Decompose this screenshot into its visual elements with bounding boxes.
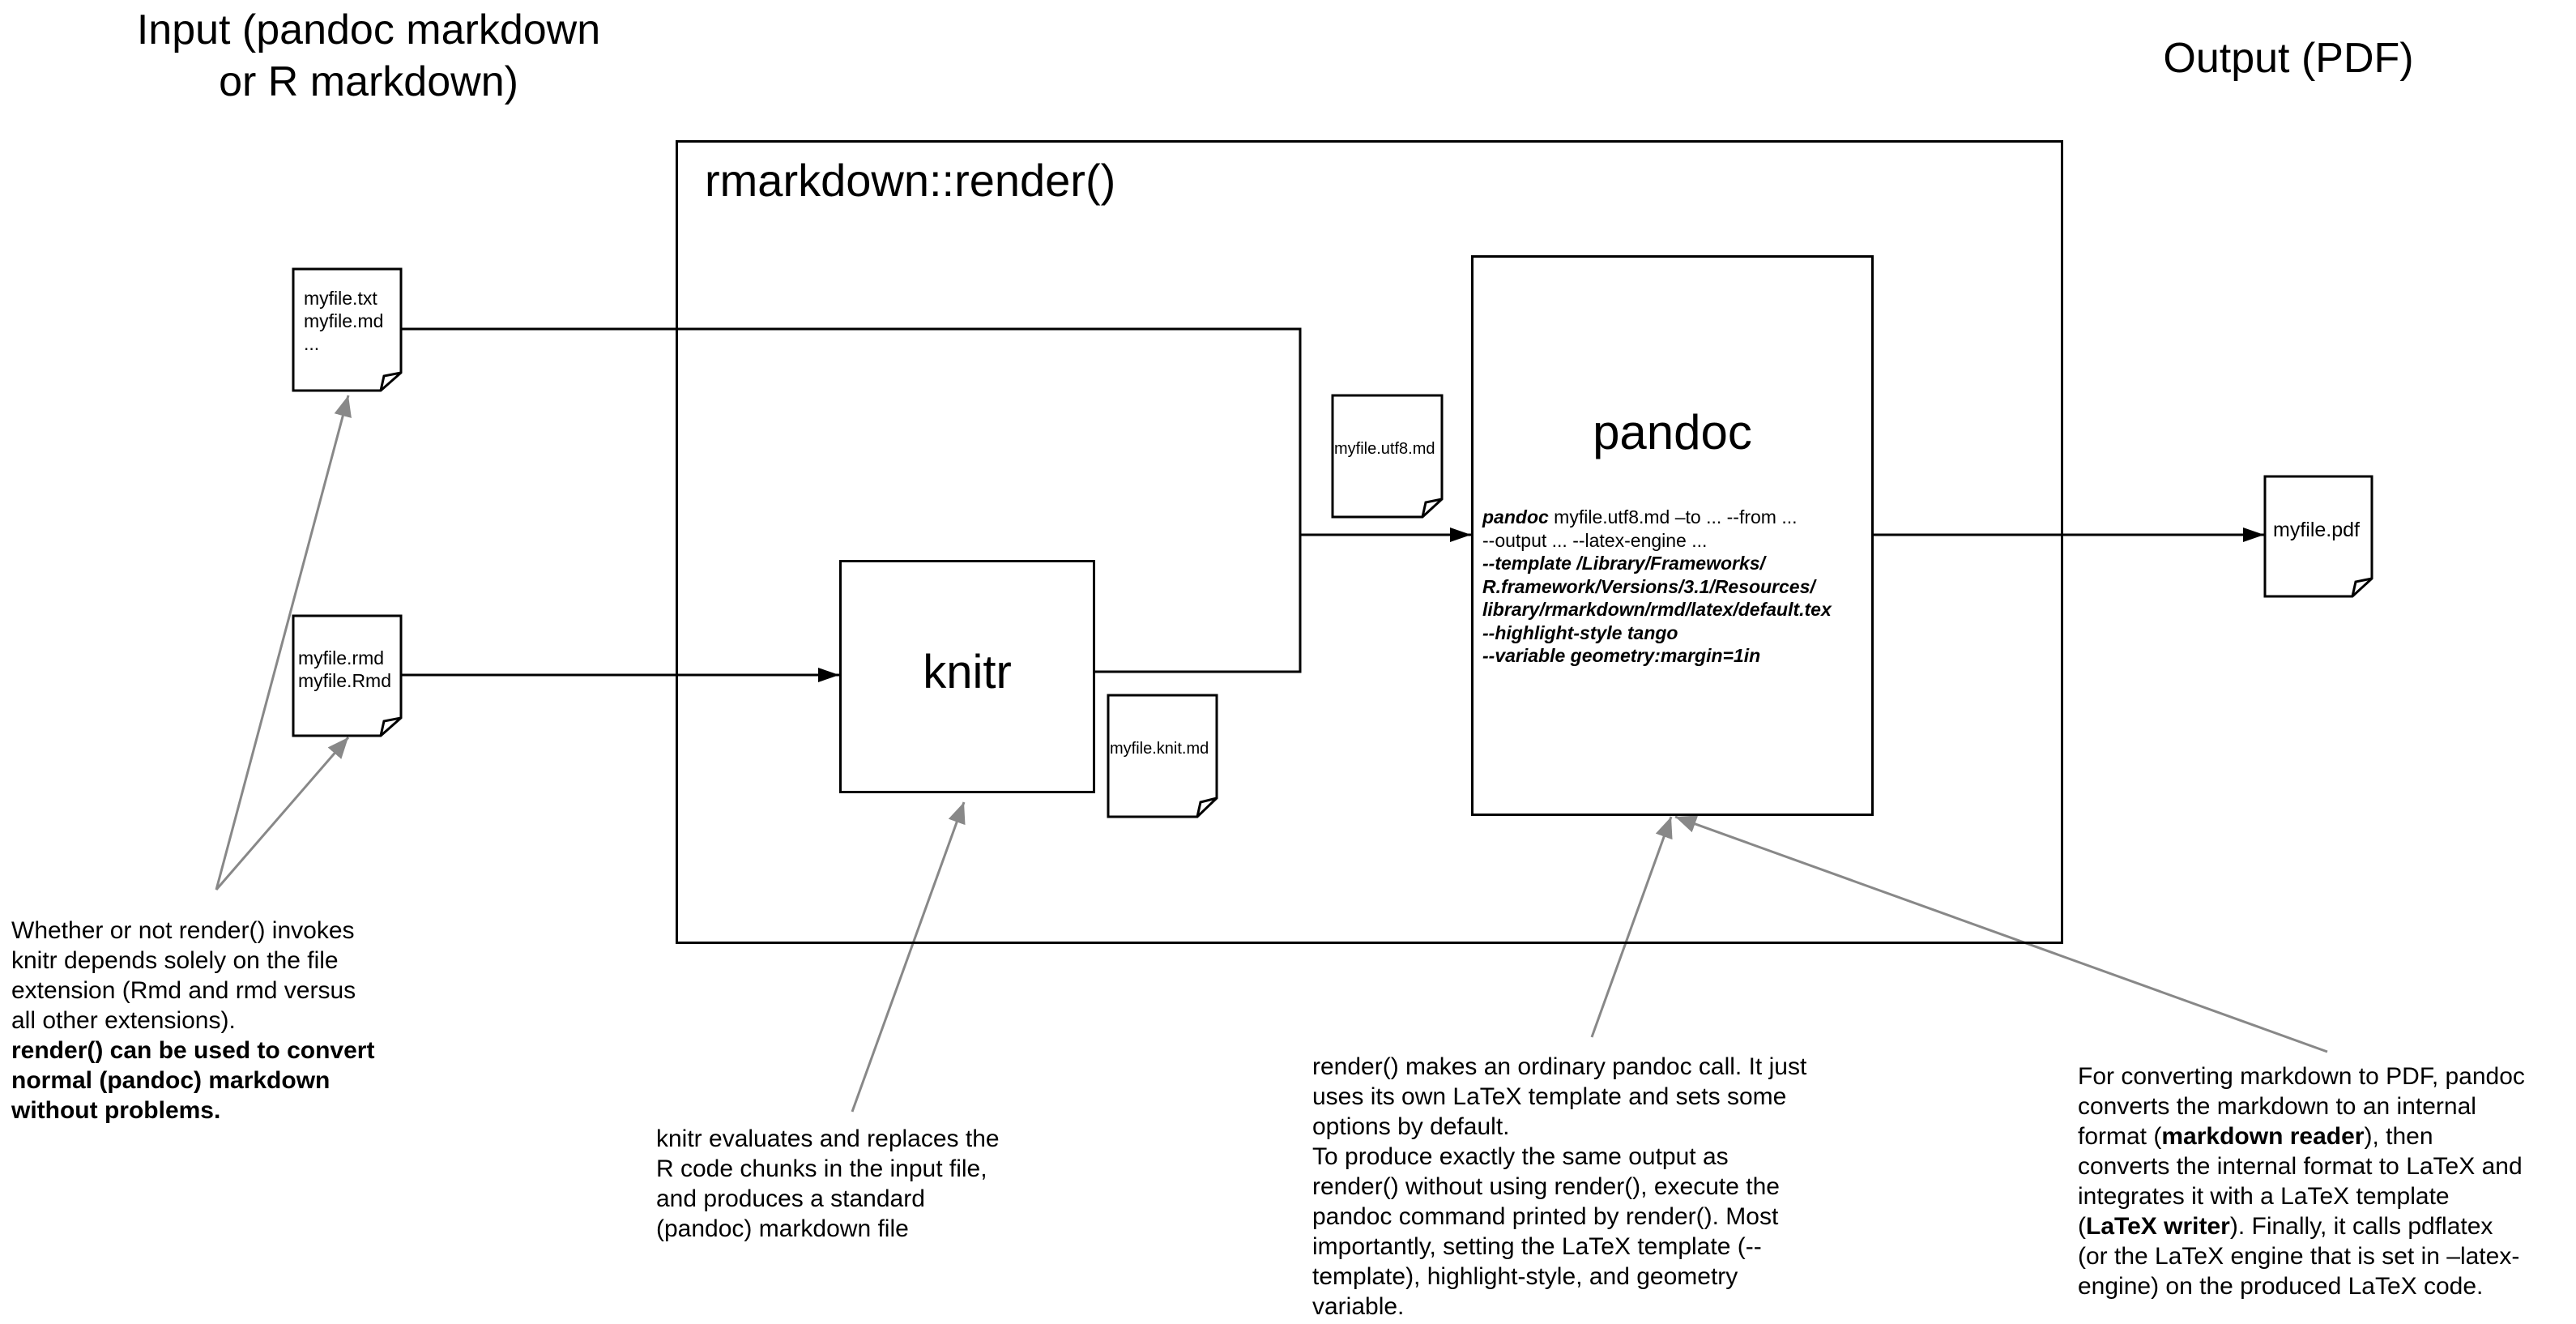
note-render-call-line8: template), highlight-style, and geometry [1312,1263,1738,1290]
note-pdf-line6c: ). Finally, it calls pdflatex [2229,1213,2493,1240]
render-box [676,140,2063,944]
knitr-box [839,560,1095,793]
note-knitr-line1: knitr evaluates and replaces the [656,1125,1000,1152]
note-render-call-line4: To produce exactly the same output as [1312,1143,1729,1170]
note-render-call-line1: render() makes an ordinary pandoc call. … [1312,1053,1807,1080]
note-extension-line1: Whether or not render() invokes [11,917,355,944]
note-extension: Whether or not render() invokes knitr de… [11,916,465,1125]
note-render-call-line6: pandoc command printed by render(). Most [1312,1203,1779,1230]
pandoc-command-line7: --variable geometry:margin=1in [1482,645,1761,666]
knitr-box-title: knitr [923,646,1012,698]
doc-icon-pdf [2263,475,2373,598]
doc-label-txt: myfile.txt [304,288,377,309]
note-extension-line2: knitr depends solely on the file [11,947,339,974]
note-pdf-conversion: For converting markdown to PDF, pandoc c… [2078,1061,2572,1301]
pandoc-command-line5: library/rmarkdown/rmd/latex/default.tex [1482,599,1832,620]
doc-icon-knit-md [1107,694,1218,818]
doc-icon-rmd [292,614,403,737]
input-heading-line1: Input (pandoc markdown [136,6,601,53]
note-pdf-latex-writer: LaTeX writer [2086,1213,2230,1240]
doc-label-utf8-md: myfile.utf8.md [1334,440,1435,458]
note-knitr-line3: and produces a standard [656,1185,925,1212]
note-knitr: knitr evaluates and replaces the R code … [656,1124,1110,1244]
note-pdf-line8: engine) on the produced LaTeX code. [2078,1273,2484,1300]
note-extension-bold1: render() can be used to convert [11,1037,375,1064]
doc-label-rmd-upper: myfile.Rmd [298,670,392,691]
pandoc-command-line3: --template /Library/Frameworks/ [1482,553,1765,574]
render-box-title: rmarkdown::render() [705,155,1116,206]
pandoc-command-keyword: pandoc [1482,506,1549,527]
note-pdf-line7: (or the LaTeX engine that is set in –lat… [2078,1243,2520,1270]
note-render-call-line2: uses its own LaTeX template and sets som… [1312,1083,1787,1110]
note-knitr-line4: (pandoc) markdown file [656,1215,909,1242]
doc-label-rmd: myfile.rmd myfile.Rmd [298,647,391,692]
note-pdf-line4: converts the internal format to LaTeX an… [2078,1153,2523,1180]
pandoc-box [1471,255,1874,816]
note-pdf-markdown-reader: markdown reader [2161,1123,2365,1150]
note-pdf-line1: For converting markdown to PDF, pandoc [2078,1063,2525,1090]
knitr-note-arrow [851,801,966,1113]
render-call-note-arrow [1590,816,1673,1038]
output-heading: Output (PDF) [2163,35,2414,82]
pdf-conversion-note-arrow [1674,815,2328,1053]
doc-label-txt-md: myfile.txt myfile.md ... [304,287,383,355]
note-pdf-line3a: format ( [2078,1123,2162,1150]
input-heading: Input (pandoc markdown or R markdown) [81,4,656,108]
doc-icon-utf8-md [1331,394,1444,519]
note-pdf-line3c: ), then [2364,1123,2433,1150]
note-pdf-line6a: ( [2078,1213,2086,1240]
pandoc-command-line2: --output ... --latex-engine ... [1482,529,1708,551]
note-extension-line3: extension (Rmd and rmd versus [11,977,356,1004]
note-to-rmd-arrow [215,737,350,890]
pandoc-command: pandoc myfile.utf8.md –to ... --from ...… [1482,506,1871,668]
doc-icon-txt-md [292,267,403,392]
note-extension-bold2: normal (pandoc) markdown [11,1067,331,1094]
note-pdf-line5: integrates it with a LaTeX template [2078,1183,2450,1210]
txt-to-pandoc-line [401,327,1471,542]
note-render-call-line3: options by default. [1312,1113,1510,1140]
doc-label-ellipsis: ... [304,333,320,354]
pandoc-command-line6: --highlight-style tango [1482,621,1678,643]
pandoc-command-line4: R.framework/Versions/3.1/Resources/ [1482,575,1815,597]
note-knitr-line2: R code chunks in the input file, [656,1155,987,1182]
doc-label-pdf: myfile.pdf [2273,519,2360,541]
note-render-call-line9: variable. [1312,1293,1405,1320]
note-extension-line4: all other extensions). [11,1007,236,1034]
note-render-call-line7: importantly, setting the LaTeX template … [1312,1233,1762,1260]
note-render-call-line5: render() without using render(), execute… [1312,1173,1780,1200]
doc-label-knit-md: myfile.knit.md [1110,740,1209,758]
note-pdf-line2: converts the markdown to an internal [2078,1093,2476,1120]
knitr-to-pandoc-line [1095,535,1302,673]
note-to-txt-arrow [215,395,352,890]
doc-label-rmd-lower: myfile.rmd [298,647,385,668]
doc-label-md: myfile.md [304,310,384,331]
pandoc-command-line1: myfile.utf8.md –to ... --from ... [1548,506,1798,527]
input-heading-line2: or R markdown) [219,58,518,105]
pandoc-box-title: pandoc [1593,405,1752,459]
note-extension-bold3: without problems. [11,1097,221,1124]
note-render-call: render() makes an ordinary pandoc call. … [1312,1052,1879,1322]
